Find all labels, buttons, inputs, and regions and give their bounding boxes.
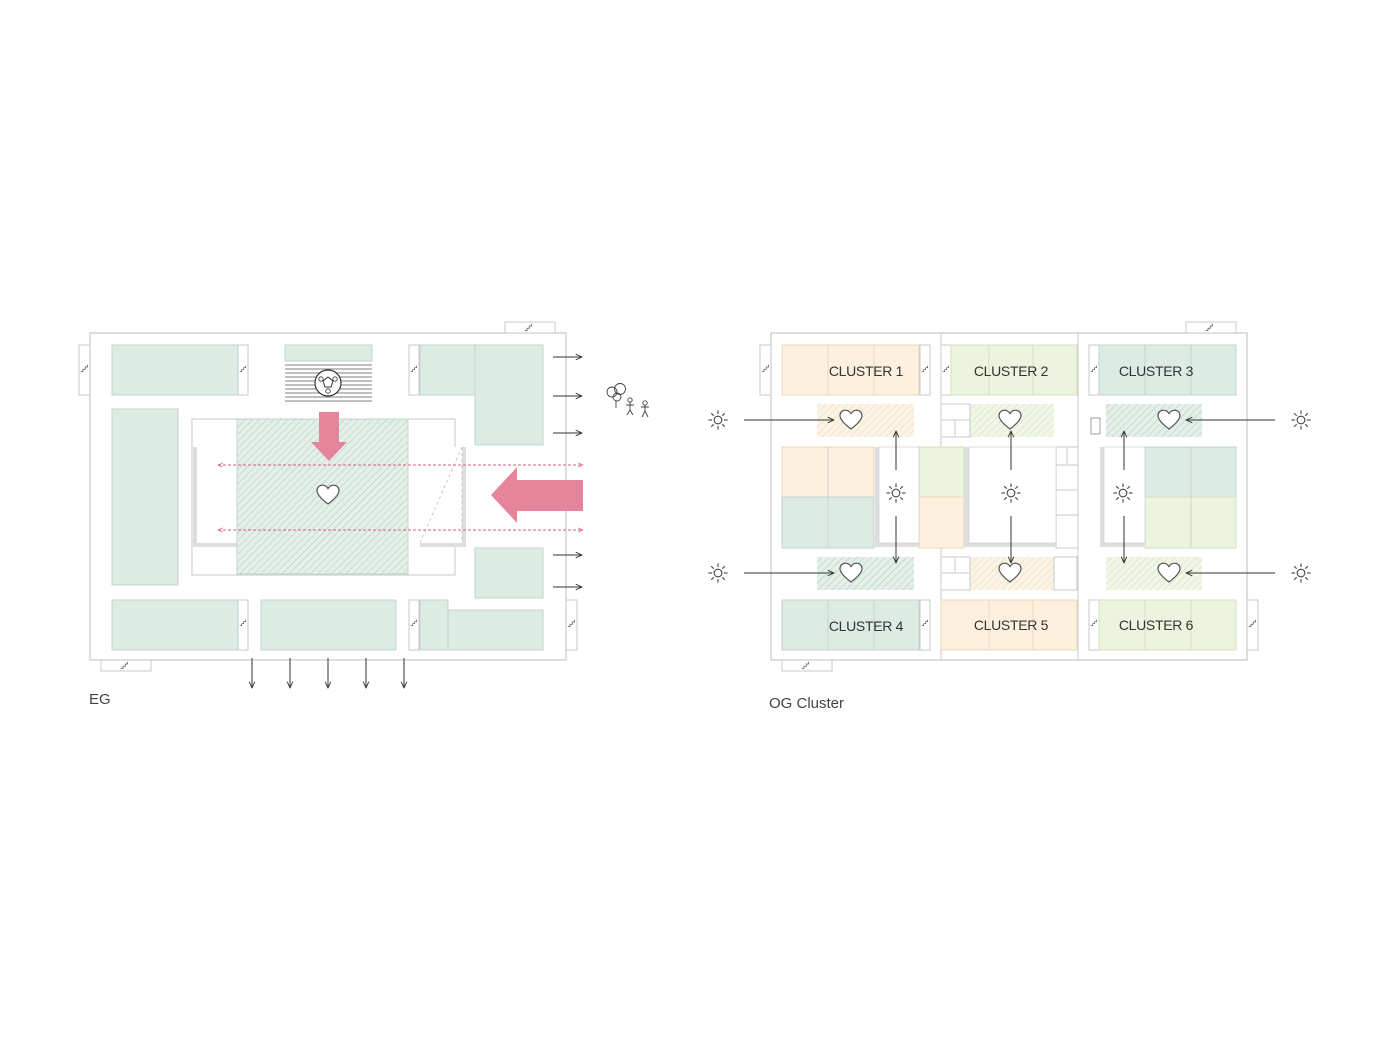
cluster-label: CLUSTER 4 bbox=[829, 618, 904, 634]
cluster-5-block bbox=[940, 599, 1078, 651]
room bbox=[260, 599, 397, 651]
room bbox=[474, 344, 544, 446]
cluster-label: CLUSTER 1 bbox=[829, 363, 904, 379]
room bbox=[419, 599, 449, 651]
football-icon bbox=[314, 369, 342, 397]
ground-floor-plan: EG bbox=[78, 321, 649, 708]
stair-tab-right bbox=[1246, 599, 1259, 651]
cluster-label: CLUSTER 2 bbox=[974, 363, 1049, 379]
room bbox=[419, 344, 476, 396]
stair-tab-top bbox=[504, 321, 556, 334]
middle-rooms bbox=[781, 446, 1237, 549]
cluster-1-block bbox=[781, 344, 931, 396]
stair-tab-bottom bbox=[100, 659, 152, 672]
exit-arrows-east bbox=[553, 357, 582, 587]
entry-arrow-down bbox=[311, 412, 347, 461]
courtyard-void bbox=[420, 447, 462, 543]
cluster-3-block bbox=[1088, 344, 1237, 396]
room bbox=[111, 344, 239, 396]
stair-tab-left bbox=[78, 344, 91, 396]
room bbox=[111, 408, 179, 586]
room bbox=[284, 344, 373, 362]
courtyard-void bbox=[197, 447, 237, 543]
sun-icon bbox=[1290, 562, 1312, 584]
light-arrows bbox=[744, 420, 1275, 573]
sun-icon bbox=[707, 562, 729, 584]
stair-tab-left bbox=[759, 344, 772, 396]
room bbox=[111, 599, 239, 651]
sun-icon bbox=[707, 409, 729, 431]
ground-floor-caption: EG bbox=[89, 691, 111, 708]
people-icon bbox=[606, 383, 649, 418]
entry-arrow-left bbox=[491, 467, 583, 523]
stair-tab-bottom bbox=[781, 659, 833, 672]
cluster-label: CLUSTER 6 bbox=[1119, 617, 1194, 633]
cluster-6-block bbox=[1088, 599, 1237, 651]
cluster-4-block bbox=[781, 599, 931, 651]
upper-floor-caption: OG Cluster bbox=[769, 695, 844, 712]
cluster-2-block bbox=[940, 344, 1078, 396]
room bbox=[447, 609, 544, 651]
exit-arrows-south bbox=[252, 658, 404, 688]
cluster-label: CLUSTER 3 bbox=[1119, 363, 1194, 379]
room bbox=[474, 547, 544, 599]
cluster-label: CLUSTER 5 bbox=[974, 617, 1049, 633]
stair-tab-right bbox=[565, 599, 578, 651]
ground-floor-rooms bbox=[111, 344, 544, 651]
stair-tab-top bbox=[1185, 321, 1237, 334]
sun-icon bbox=[1290, 409, 1312, 431]
upper-floor-plan: CLUSTER 1 CLUSTER 2 CLUSTER 3 CLUSTER 4 … bbox=[707, 321, 1312, 712]
